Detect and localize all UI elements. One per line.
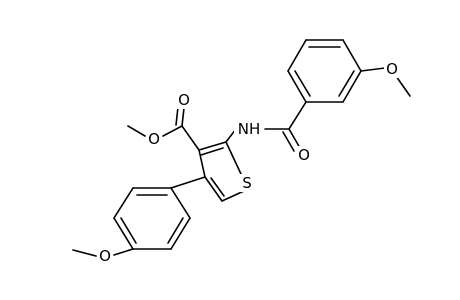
bond bbox=[113, 187, 134, 219]
atom-label: NH bbox=[238, 120, 261, 138]
bond bbox=[288, 101, 307, 130]
bond bbox=[181, 107, 185, 127]
bond bbox=[338, 70, 355, 97]
bond bbox=[282, 131, 295, 152]
bond bbox=[204, 176, 223, 202]
atom-oxygen-methoxy-bottom: O bbox=[97, 247, 113, 265]
bond bbox=[395, 75, 411, 97]
bond bbox=[162, 125, 183, 137]
bond bbox=[342, 39, 362, 72]
bond bbox=[175, 106, 179, 126]
bond bbox=[342, 70, 362, 103]
bond bbox=[72, 249, 97, 257]
bond bbox=[200, 147, 224, 156]
bond bbox=[294, 70, 311, 97]
atom-oxygen-carbonyl-amide: O bbox=[296, 146, 312, 164]
atom-oxygen-methoxy-top: O bbox=[384, 60, 400, 78]
atom-label: O bbox=[99, 247, 111, 265]
atom-label: O bbox=[298, 146, 310, 164]
bond bbox=[198, 141, 227, 151]
bond bbox=[360, 67, 386, 72]
atom-label: O bbox=[386, 60, 398, 78]
bond bbox=[113, 248, 134, 256]
atom-label: S bbox=[242, 174, 252, 192]
bond bbox=[221, 190, 245, 202]
bond bbox=[127, 125, 146, 137]
bond bbox=[288, 128, 301, 149]
bond bbox=[170, 217, 191, 250]
bond-layer bbox=[72, 39, 411, 257]
atom-label: O bbox=[178, 91, 190, 109]
bond bbox=[210, 177, 225, 197]
atom-oxygen-carbonyl-ester: O bbox=[176, 91, 192, 109]
bond bbox=[287, 70, 307, 103]
bond bbox=[170, 187, 191, 219]
bond bbox=[198, 149, 206, 178]
bond bbox=[167, 217, 184, 244]
atom-label: O bbox=[148, 130, 160, 148]
atom-sulfur: S bbox=[240, 174, 254, 192]
atom-nh: NH bbox=[234, 120, 264, 138]
bond bbox=[170, 176, 206, 189]
bond bbox=[181, 125, 200, 151]
bond bbox=[287, 39, 307, 72]
bond bbox=[120, 217, 137, 244]
atom-label-layer: O NH O O O S O bbox=[97, 60, 400, 265]
atom-oxygen-ester: O bbox=[146, 130, 162, 148]
bond bbox=[225, 141, 242, 175]
bond bbox=[113, 217, 134, 250]
